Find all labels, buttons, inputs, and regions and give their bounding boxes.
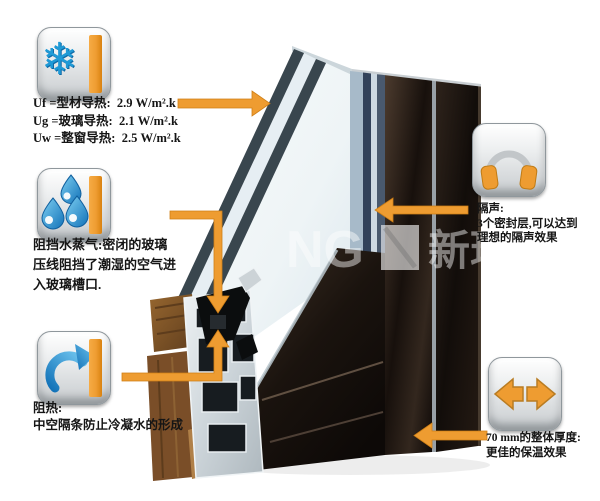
thickness-icon-tile [488,357,562,431]
sound-insulation-text: 隔声: 3个密封层,可以达到 理想的隔声效果 [477,203,578,244]
snowflake-icon: ❄ [41,35,78,84]
vapor-barrier-text: 阻挡水蒸气:密闭的玻璃 压线阻挡了潮湿的空气进 入玻璃槽口. [33,237,177,292]
orange-bar [89,176,102,234]
water-drops-icon [41,174,89,230]
glass-pane-outer [169,49,304,321]
watermark: NG 新玻 [286,221,512,279]
frame-slab-right [436,81,478,452]
width-arrows-icon [493,377,557,411]
arrow-thickness-pointer [413,422,488,449]
thermal-icon-tile: ❄ [37,27,111,101]
headphones-icon [480,150,538,190]
thermal-values-text: Uf =型材导热: 2.9 W/m².k Ug =玻璃导热: 2.1 W/m².… [33,96,181,145]
watermark-cjk: 新玻 [428,227,512,274]
arrow-heat-pointer [121,329,230,382]
thickness-text: 70 mm的整体厚度: 更佳的保温效果 [486,432,581,459]
heat-icon-tile [37,331,111,405]
arrow-sound-pointer [374,197,469,223]
arrow-vapor-pointer [169,210,230,314]
glass-pane-inner [191,59,326,331]
sash-face [254,248,385,470]
vapor-icon-tile [37,168,111,242]
orange-bar [89,35,102,93]
heat-block-text: 阻热: 中空隔条防止冷凝水的形成 [33,401,184,432]
watermark-logo-mark [381,225,419,270]
cross-section [147,267,264,481]
arrow-thermal-pointer [177,90,271,117]
orange-bar [89,339,102,397]
sound-icon-tile [472,123,546,197]
rotation-arrow-icon [45,344,95,393]
watermark-latin: NG [286,221,364,279]
pointer-arrows [121,90,488,449]
